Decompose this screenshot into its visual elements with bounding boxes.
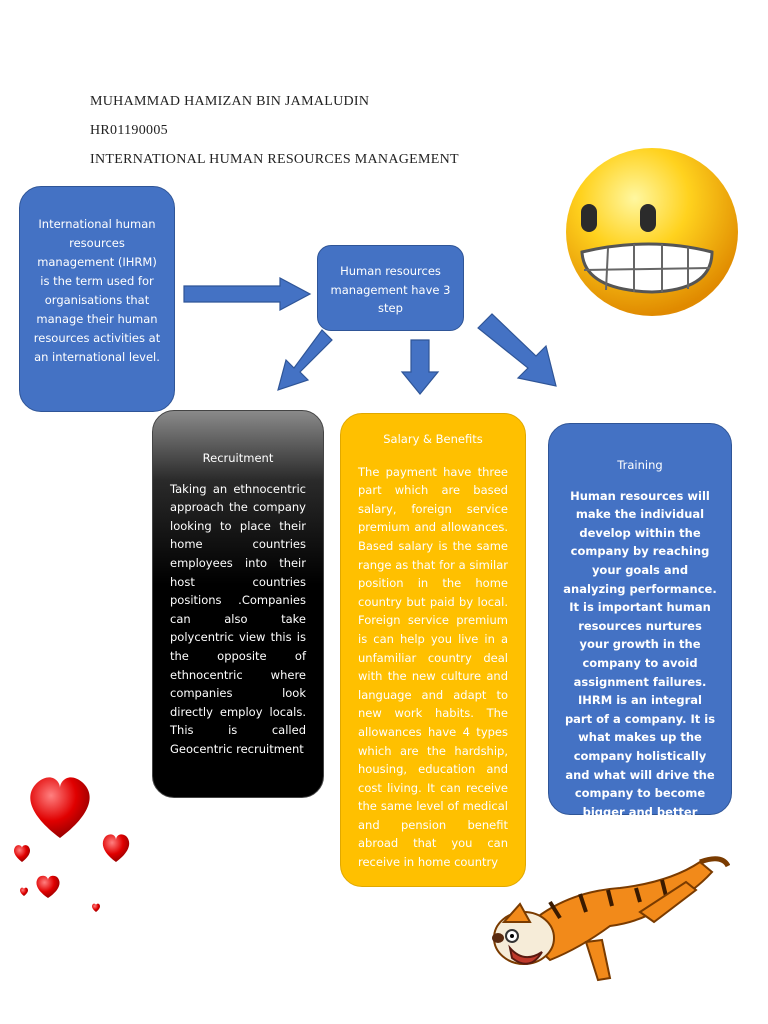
salary-box: Salary & Benefits The payment have three… [340,413,526,887]
arrow-down-left-icon [277,329,333,391]
steps-box: Human resources management have 3 step [317,245,464,331]
arrow-down-icon [400,339,440,395]
steps-text: Human resources management have 3 step [330,264,451,316]
intro-text: International human resources management… [33,217,161,364]
recruitment-box: Recruitment Taking an ethnocentric appro… [152,410,324,798]
hearts-icon [14,777,130,912]
student-id: HR01190005 [90,123,168,138]
arrow-down-right-icon [477,313,557,387]
grin-emoji-icon [566,148,738,316]
training-box: Training Human resources will make the i… [548,423,732,819]
recruitment-body: Taking an ethnocentric approach the comp… [170,481,306,756]
author-name: MUHAMMAD HAMIZAN BIN JAMALUDIN [90,94,370,109]
training-body: Human resources will make the individual… [563,488,717,819]
salary-body: The payment have three part which are ba… [358,464,508,870]
intro-box: International human resources management… [19,186,175,412]
course-title: INTERNATIONAL HUMAN RESOURCES MANAGEMENT [90,152,459,167]
recruitment-title: Recruitment [202,451,274,465]
tiger-cartoon-icon [492,856,730,982]
arrow-right-icon [183,277,312,311]
training-title: Training [617,458,663,472]
salary-title: Salary & Benefits [383,432,483,446]
